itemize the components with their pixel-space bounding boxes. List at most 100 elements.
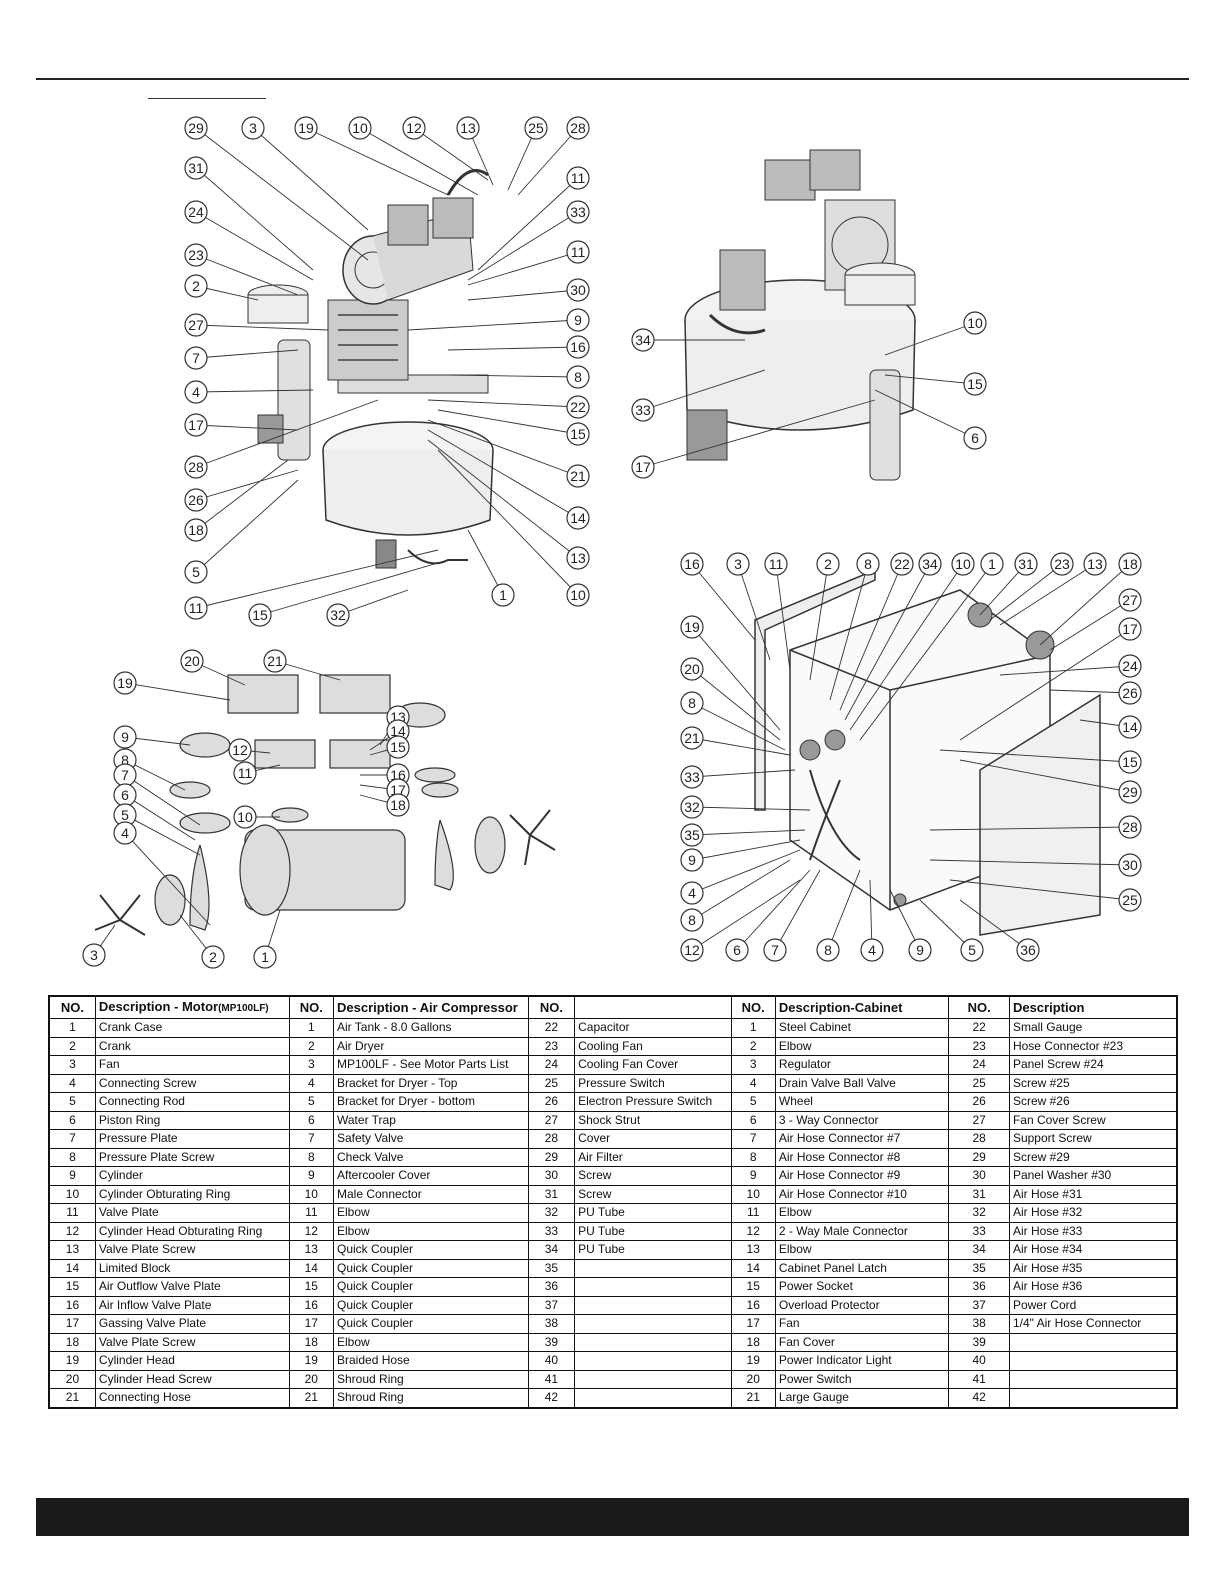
part-number-cell: 4 xyxy=(730,1073,776,1093)
part-description-cell: Hose Connector #23 xyxy=(1008,1036,1178,1056)
callout-leader-line xyxy=(874,389,976,439)
callout-bubble xyxy=(816,938,840,962)
part-number-cell: 9 xyxy=(730,1166,776,1186)
callout-label: 2 xyxy=(824,556,832,572)
part-description-cell xyxy=(574,1277,732,1297)
part-number-cell: 10 xyxy=(48,1184,96,1204)
callout-leader-line xyxy=(259,559,449,616)
callout-leader-line xyxy=(691,626,781,731)
part-number-cell: 21 xyxy=(730,1388,776,1408)
callout-leader-line xyxy=(447,374,579,378)
part-number-cell: 24 xyxy=(527,1055,576,1075)
callout-bubble xyxy=(566,395,590,419)
part-description-cell xyxy=(574,1369,732,1389)
part-number-cell: 20 xyxy=(730,1369,776,1389)
part-description-cell: Quick Coupler xyxy=(333,1240,529,1260)
part-description-cell: Valve Plate Screw xyxy=(94,1332,290,1352)
part-number-cell: 37 xyxy=(948,1295,1010,1315)
part-description-cell xyxy=(574,1314,732,1334)
col-header-no: NO. xyxy=(527,995,576,1019)
callout-bubble xyxy=(184,518,208,542)
callout-bubble xyxy=(386,793,410,817)
part-number-cell: 38 xyxy=(948,1314,1010,1334)
callout-bubble xyxy=(1118,654,1142,678)
part-number-cell: 39 xyxy=(527,1332,576,1352)
part-number-cell: 22 xyxy=(948,1018,1010,1038)
callout-leader-line xyxy=(691,702,786,751)
part-description-cell xyxy=(574,1332,732,1352)
callout-label: 27 xyxy=(1122,592,1138,608)
callout-label: 7 xyxy=(771,942,779,958)
callout-leader-line xyxy=(691,879,801,951)
part-number-cell: 12 xyxy=(730,1221,776,1241)
part-description-cell xyxy=(1008,1332,1178,1352)
part-description-cell: Fan xyxy=(774,1314,950,1334)
part-description-cell: Air Dryer xyxy=(333,1036,529,1056)
part-number-cell: 41 xyxy=(527,1369,576,1389)
callout-bubble xyxy=(680,657,704,681)
part-number-cell: 28 xyxy=(948,1129,1010,1149)
callout-bubble xyxy=(764,552,788,576)
callout-label: 22 xyxy=(894,556,910,572)
part-description-cell: Air Hose #35 xyxy=(1008,1258,1178,1278)
callout-label: 7 xyxy=(121,767,129,783)
callout-label: 13 xyxy=(460,120,476,136)
part-description-cell: Shroud Ring xyxy=(333,1369,529,1389)
part-number-cell: 21 xyxy=(288,1388,335,1408)
callout-bubble xyxy=(1014,552,1038,576)
callout-label: 1 xyxy=(261,949,269,965)
callout-label: 18 xyxy=(188,522,204,538)
part-number-cell: 9 xyxy=(288,1166,335,1186)
callout-bubble xyxy=(631,455,655,479)
part-number-cell: 14 xyxy=(48,1258,96,1278)
part-description-cell: Air Hose Connector #8 xyxy=(774,1147,950,1167)
callout-leader-line xyxy=(195,254,299,296)
callout-leader-line xyxy=(124,832,211,926)
callout-bubble xyxy=(82,943,106,967)
part-description-cell: Cylinder xyxy=(94,1166,290,1186)
part-description-cell: Regulator xyxy=(774,1055,950,1075)
part-number-cell: 5 xyxy=(288,1092,335,1112)
callout-leader-line xyxy=(999,563,1096,626)
part-number-cell: 16 xyxy=(48,1295,96,1315)
callout-label: 8 xyxy=(688,695,696,711)
part-description-cell xyxy=(574,1351,732,1371)
callout-leader-line xyxy=(691,668,781,741)
part-description-cell: Air Hose #31 xyxy=(1008,1184,1178,1204)
callout-leader-line xyxy=(827,869,861,951)
callout-label: 5 xyxy=(192,564,200,580)
callout-label: 30 xyxy=(570,282,586,298)
part-number-cell: 42 xyxy=(948,1388,1010,1408)
part-description-cell: Power Indicator Light xyxy=(774,1351,950,1371)
part-description-cell xyxy=(1008,1351,1178,1371)
callout-label: 31 xyxy=(1018,556,1034,572)
part-description-cell: Braided Hose xyxy=(333,1351,529,1371)
part-number-cell: 39 xyxy=(948,1332,1010,1352)
part-number-cell: 30 xyxy=(527,1166,576,1186)
part-number-cell: 25 xyxy=(527,1073,576,1093)
callout-label: 10 xyxy=(237,809,253,825)
callout-leader-line xyxy=(359,127,479,196)
part-description-cell: Cooling Fan Cover xyxy=(574,1055,732,1075)
part-description-cell: Limited Block xyxy=(94,1258,290,1278)
callout-leader-line xyxy=(775,563,791,671)
part-description-cell: Male Connector xyxy=(333,1184,529,1204)
part-description-cell: Air Hose #32 xyxy=(1008,1203,1178,1223)
callout-leader-line xyxy=(989,563,1063,621)
callout-label: 28 xyxy=(188,459,204,475)
part-number-cell: 35 xyxy=(948,1258,1010,1278)
part-number-cell: 3 xyxy=(48,1055,96,1075)
part-number-cell: 29 xyxy=(527,1147,576,1167)
footer-bar xyxy=(36,1498,1189,1536)
callout-bubble xyxy=(1118,681,1142,705)
callout-bubble xyxy=(184,560,208,584)
callout-leader-line xyxy=(467,289,579,301)
callout-bubble xyxy=(566,200,590,224)
callout-label: 5 xyxy=(968,942,976,958)
